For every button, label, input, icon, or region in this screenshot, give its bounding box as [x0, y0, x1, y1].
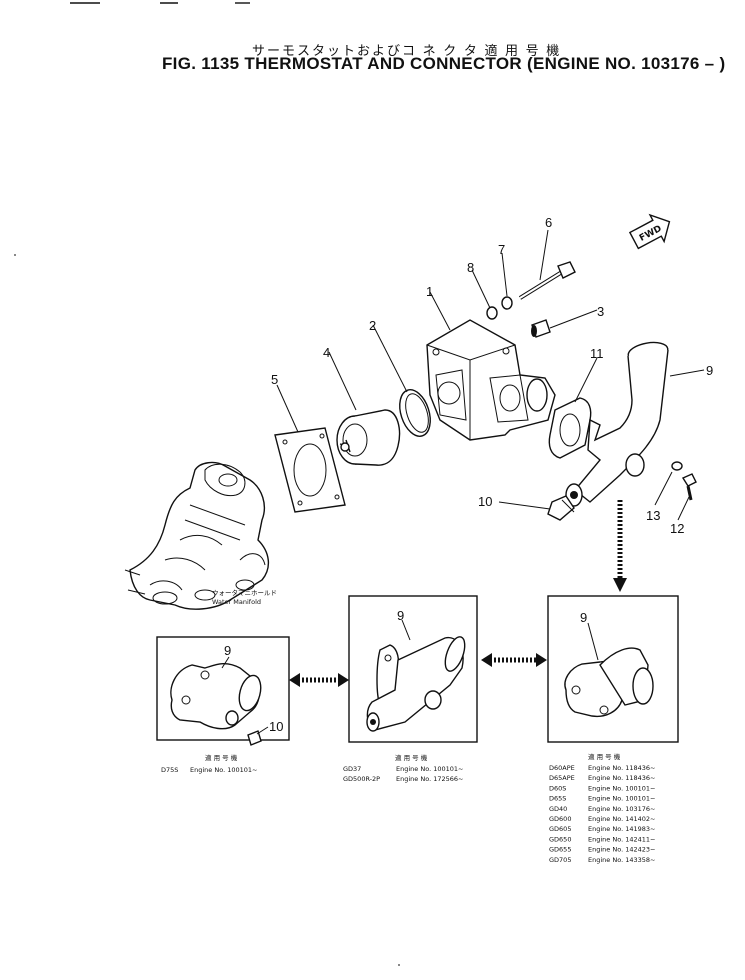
right-row-engine: Engine No. 143358~	[588, 856, 655, 864]
callout-9: 9	[706, 363, 713, 378]
right-row-model: GD40	[549, 805, 567, 813]
right-row-engine: Engine No. 142411~	[588, 835, 655, 843]
thermostat-part	[336, 409, 401, 466]
right-applicability-table: D60APE Engine No. 118436~ D65APE Engine No.…	[549, 764, 655, 864]
left-row-engine: Engine No. 100101~	[190, 766, 257, 774]
bolt-part	[518, 261, 576, 300]
variant-box-middle	[348, 595, 478, 743]
figure-title: FIG. 1135 THERMOSTAT AND CONNECTOR (ENGI…	[162, 54, 726, 73]
right-row-engine: Engine No. 141983~	[588, 825, 655, 833]
double-arrow-right	[481, 653, 547, 667]
nut-variant-left	[247, 730, 262, 746]
right-table-header: 適 用 号 機	[588, 752, 621, 761]
right-row-engine: Engine No. 118436~	[588, 774, 655, 782]
callout-2: 2	[369, 318, 376, 333]
elbow-variant-middle-drawing	[366, 636, 466, 732]
manifold-label-jp: ウォータマニホールド	[212, 588, 277, 597]
small-bolt-part	[681, 473, 697, 501]
callout-7: 7	[498, 242, 505, 257]
right-row-model: GD650	[549, 835, 571, 843]
elbow-variant-left-drawing	[170, 662, 262, 730]
left-row-model: D75S	[161, 766, 178, 774]
fwd-arrow-icon: FWD	[628, 213, 671, 250]
right-row-model: D65APE	[549, 774, 575, 782]
right-row-model: D60APE	[549, 764, 575, 772]
callout-13: 13	[646, 508, 660, 523]
variant-box-right	[547, 595, 679, 743]
callout-8: 8	[467, 260, 474, 275]
middle-row-2-model: GD500R-2P	[343, 775, 380, 783]
thermostat-housing-part	[426, 319, 556, 441]
japanese-title: サーモスタットおよびコ ネ ク タ 適 用 号 機	[252, 43, 562, 58]
middle-row-2-engine: Engine No. 172566~	[396, 775, 463, 783]
right-row-engine: Engine No. 100101~	[588, 795, 655, 803]
water-manifold-drawing	[124, 461, 269, 610]
leader-line	[256, 726, 269, 735]
variant-box-left	[156, 636, 290, 741]
right-row-engine: Engine No. 100101~	[588, 784, 655, 792]
manifold-label-en: Water Manifold	[212, 598, 261, 606]
callout-6: 6	[545, 215, 552, 230]
double-arrow-left	[289, 673, 349, 687]
connector-gasket-part	[548, 397, 592, 459]
left-callout-10: 10	[269, 719, 283, 734]
leader-line	[401, 619, 411, 641]
callout-5: 5	[271, 372, 278, 387]
callout-11: 11	[590, 346, 604, 361]
plug-part	[531, 319, 551, 338]
lock-washer-part	[501, 296, 513, 310]
middle-callout-9: 9	[397, 608, 404, 623]
small-washer-part	[671, 461, 683, 471]
middle-row-1-model: GD37	[343, 765, 361, 773]
right-row-engine: Engine No. 142423~	[588, 846, 655, 854]
right-row-engine: Engine No. 118436~	[588, 764, 655, 772]
right-row-model: GD705	[549, 856, 571, 864]
connector-elbow-part	[565, 341, 669, 507]
middle-row-1-engine: Engine No. 100101~	[396, 765, 463, 773]
right-row-engine: Engine No. 141402~	[588, 815, 655, 823]
middle-table-header: 適 用 号 機	[395, 753, 428, 762]
gasket-part	[274, 427, 346, 513]
right-row-model: GD605	[549, 825, 571, 833]
elbow-variant-right-drawing	[564, 647, 654, 718]
callout-3: 3	[597, 304, 604, 319]
right-row-model: GD600	[549, 815, 571, 823]
right-row-engine: Engine No. 103176~	[588, 805, 655, 813]
leader-line	[587, 622, 599, 661]
left-callout-9: 9	[224, 643, 231, 658]
washer-part	[486, 306, 498, 320]
leader-line	[221, 656, 230, 669]
chain-arrow-down	[613, 500, 627, 592]
callout-1: 1	[426, 284, 433, 299]
left-table-header: 適 用 号 機	[205, 753, 238, 762]
right-callout-9: 9	[580, 610, 587, 625]
right-row-model: D60S	[549, 784, 566, 792]
right-row-model: GD655	[549, 846, 571, 854]
seal-ring-part	[399, 389, 431, 437]
callout-12: 12	[670, 521, 684, 536]
nut-part	[547, 495, 575, 521]
leader-lines	[276, 229, 705, 521]
callout-10: 10	[478, 494, 492, 509]
callout-4: 4	[323, 345, 330, 360]
right-row-model: D65S	[549, 795, 566, 803]
